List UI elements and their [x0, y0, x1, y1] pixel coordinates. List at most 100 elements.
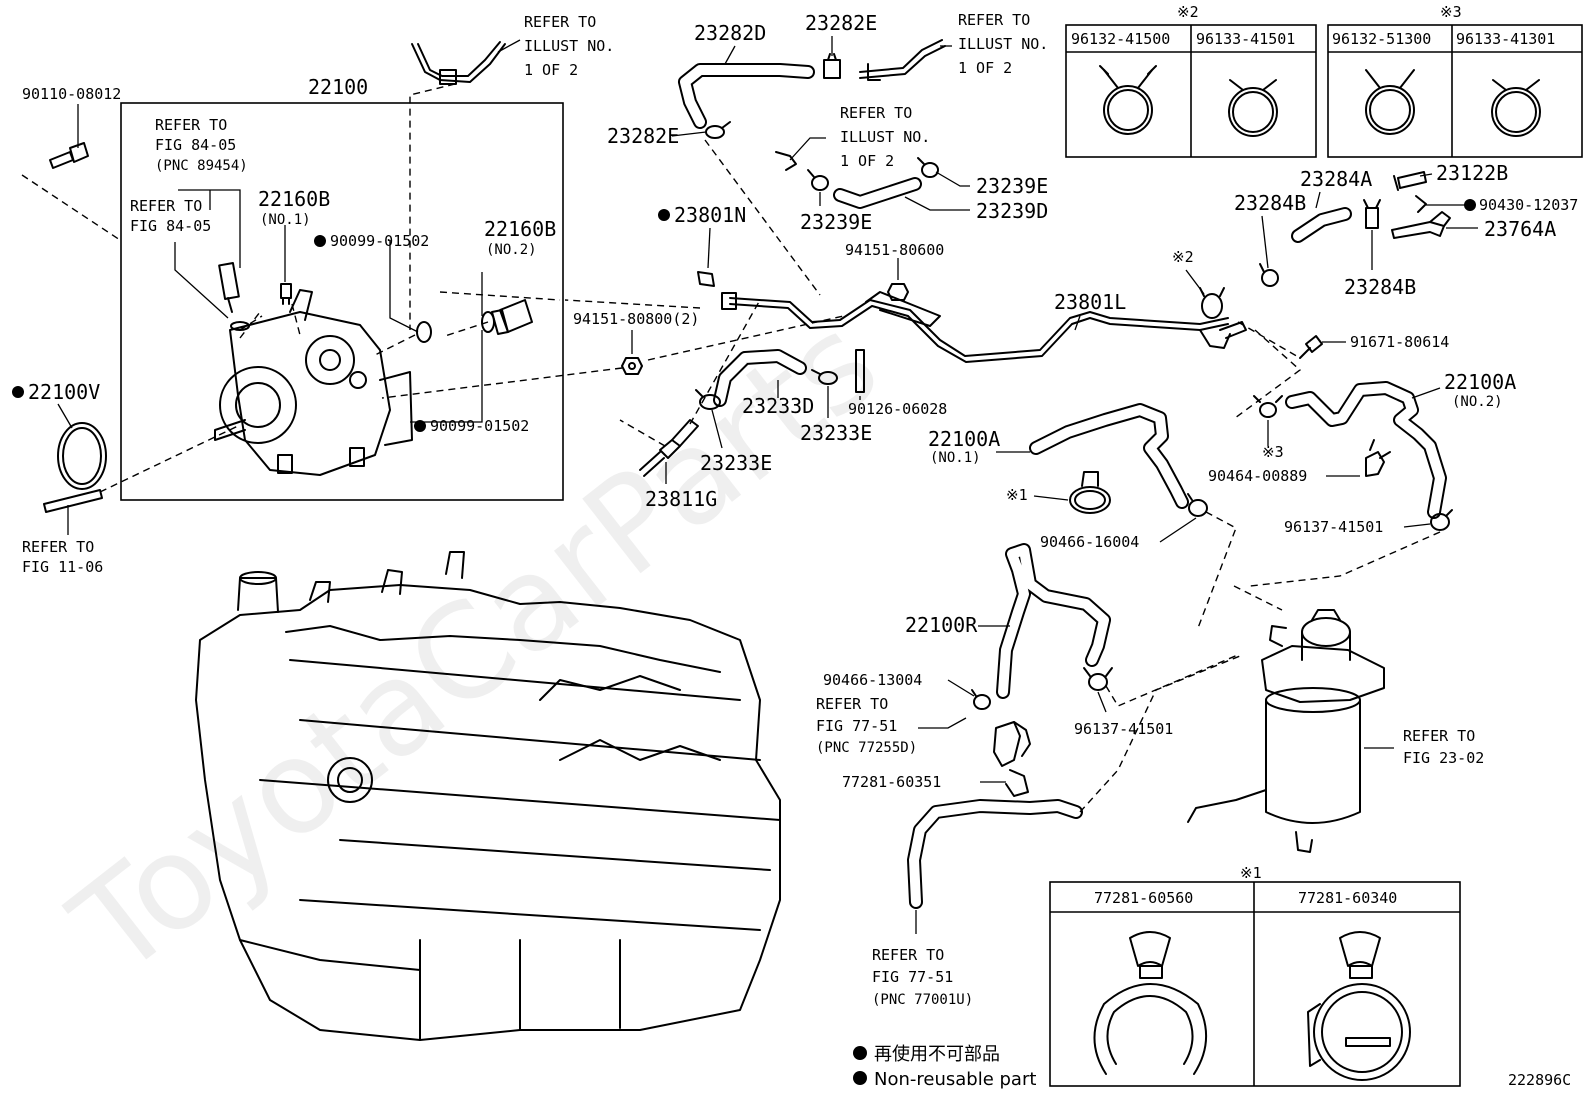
clip-23284b-right[interactable] [1363, 199, 1381, 229]
nonreusable-dot-90099b [414, 420, 426, 432]
label-96137-upper: 96137-41501 [1284, 518, 1383, 536]
table-mark2: ※2 96132-41500 96133-41501 [1065, 3, 1317, 158]
label-23233e-right: 23233E [800, 421, 872, 445]
stud-bolt[interactable] [43, 489, 103, 513]
clip-23233e-right[interactable] [811, 369, 838, 385]
union-23811g[interactable] [639, 419, 699, 477]
hose-23239d[interactable] [833, 177, 922, 209]
legend-dot-en [853, 1071, 867, 1085]
label-mark2-ref: ※2 [1172, 248, 1194, 266]
hose-22100r[interactable] [996, 543, 1111, 699]
label-ref8405b-1: REFER TO [130, 197, 202, 215]
label-22100a-no1-sub: (NO.1) [930, 450, 981, 466]
label-refill2-1: REFER TO [958, 11, 1030, 29]
clamp-96137-lower[interactable] [1083, 667, 1113, 691]
oring-22100v[interactable] [57, 422, 107, 490]
diagram-id: 222896C [1508, 1071, 1571, 1089]
clip-23239e-right[interactable] [917, 157, 939, 178]
clip-23282e-top[interactable] [823, 53, 841, 79]
label-90126: 90126-06028 [848, 400, 947, 418]
stud-90126[interactable] [855, 349, 865, 393]
label-23239d: 23239D [976, 199, 1048, 223]
clamp-96137-upper[interactable] [1430, 509, 1453, 531]
label-refill1-1: REFER TO [524, 13, 596, 31]
label-23282e-top: 23282E [805, 11, 877, 35]
gasket-90430[interactable] [1415, 195, 1427, 213]
clip-23282e-left[interactable] [705, 121, 731, 139]
pipe-to-illust-2[interactable] [859, 39, 946, 81]
label-ref7751b-1: REFER TO [872, 946, 944, 964]
hose-23233d[interactable] [713, 349, 807, 407]
label-23233d: 23233D [742, 394, 814, 418]
hose-22100a-no2[interactable] [1285, 381, 1447, 519]
nut-94151-top[interactable] [887, 283, 909, 301]
table2-col2: 96133-41501 [1196, 30, 1295, 48]
supply-pump-drawing[interactable] [214, 289, 413, 476]
table-mark1: ※1 77281-60560 77281-60340 [1049, 864, 1461, 1087]
clip-23239e-left[interactable] [807, 169, 829, 191]
label-23239e-right: 23239E [976, 174, 1048, 198]
gasket-23801n[interactable] [697, 271, 715, 287]
fuel-pipe-23801l[interactable] [721, 291, 1247, 363]
clip-77281-60340-icon [1307, 931, 1411, 1081]
label-refill2-2: ILLUST NO. [958, 35, 1048, 53]
label-23801l: 23801L [1054, 290, 1126, 314]
clamp-mark2[interactable] [1199, 287, 1225, 319]
label-23282d: 23282D [694, 21, 766, 45]
clip-77281-60560-icon [1093, 931, 1208, 1075]
clamp-96132-51300-icon [1365, 69, 1415, 135]
clamp-96132-41500-icon [1099, 65, 1157, 135]
engine-block-drawing [195, 551, 781, 1041]
union-23764a[interactable] [1391, 211, 1451, 239]
label-90466-upper: 90466-16004 [1040, 533, 1139, 551]
label-23122b: 23122B [1436, 161, 1508, 185]
clip-23284b-left[interactable] [1259, 263, 1279, 287]
label-22100: 22100 [308, 75, 368, 99]
clamp-90466-upper[interactable] [1187, 493, 1208, 517]
legend-jp: 再使用不可部品 [874, 1044, 1000, 1065]
legend-en: Non-reusable part [874, 1069, 1036, 1090]
label-ref7751a-1: REFER TO [816, 695, 888, 713]
pump-assembly-box [120, 102, 564, 501]
label-23233e-left: 23233E [700, 451, 772, 475]
clamp-96133-41501-icon [1228, 79, 1278, 137]
clamp-mark1[interactable] [1069, 471, 1111, 514]
label-ref7751a-2: FIG 77-51 [816, 717, 897, 735]
clip-90464[interactable] [1365, 439, 1391, 477]
gasket-90099-upper[interactable] [416, 321, 432, 343]
pipe-to-illust-1[interactable] [411, 41, 506, 85]
label-ref1106-2: FIG 11-06 [22, 558, 103, 576]
check-valve-23122b[interactable] [1393, 171, 1427, 191]
hose-23284a[interactable] [1291, 207, 1352, 243]
bolt-90110[interactable] [49, 142, 89, 169]
clip-23233e-left[interactable] [695, 389, 721, 410]
clip-bracket-77281[interactable] [993, 721, 1031, 797]
clamp-mark3[interactable] [1253, 395, 1283, 418]
label-23764a: 23764A [1484, 217, 1556, 241]
label-23282e-left: 23282E [607, 124, 679, 148]
fuel-filter-assembly[interactable] [1187, 609, 1385, 853]
label-22100a-no1: 22100A [928, 427, 1000, 451]
label-94151-top: 94151-80600 [845, 241, 944, 259]
label-22160b-no2-sub: (NO.2) [486, 242, 537, 258]
label-90110: 90110-08012 [22, 85, 121, 103]
label-91671: 91671-80614 [1350, 333, 1449, 351]
nut-94151-left[interactable] [621, 357, 643, 375]
label-90099-upper: 90099-01502 [330, 232, 429, 250]
hose-22100a-no1[interactable] [1029, 403, 1189, 509]
label-ref8405a-1: REFER TO [155, 116, 227, 134]
hose-23282d[interactable] [678, 63, 815, 129]
label-22100r: 22100R [905, 613, 978, 637]
table1-col1: 77281-60560 [1094, 889, 1193, 907]
clip-small-top[interactable] [775, 151, 797, 171]
hose-lower-to-fig7751[interactable] [907, 799, 1083, 909]
label-23284b-left: 23284B [1234, 191, 1306, 215]
nonreusable-dot-90430 [1464, 199, 1476, 211]
fuel-temp-sensor[interactable] [218, 262, 250, 331]
union-bolt-no2[interactable] [481, 299, 533, 335]
label-mark3-ref: ※3 [1262, 443, 1284, 461]
pressure-sensor-no1[interactable] [280, 283, 292, 305]
clamp-90466-lower[interactable] [971, 689, 991, 710]
bolt-91671[interactable] [1299, 335, 1323, 359]
